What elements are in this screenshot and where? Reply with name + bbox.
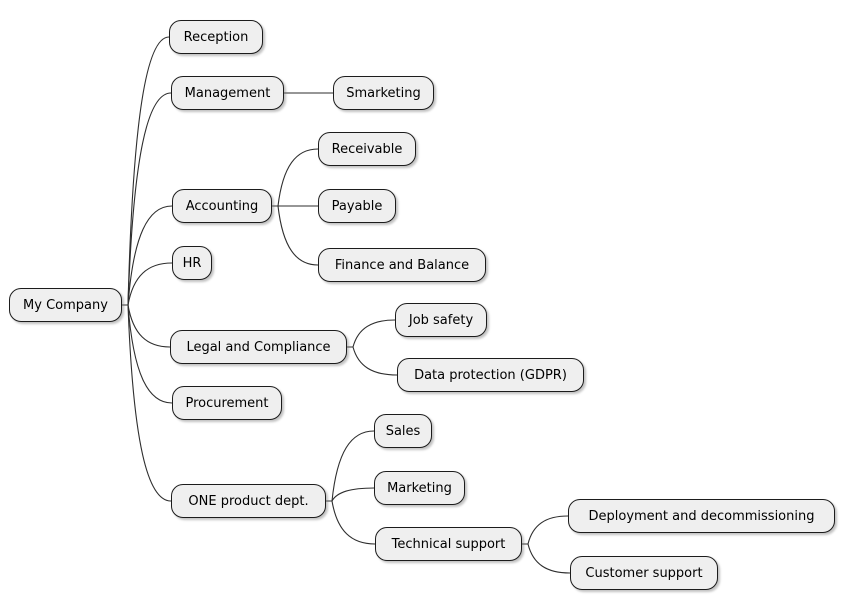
edge-my-company-accounting	[122, 205, 173, 306]
node-marketing: Marketing	[374, 471, 465, 505]
node-payable: Payable	[318, 189, 396, 223]
node-customer-support: Customer support	[570, 556, 718, 590]
edge-technical-support-customer-support	[522, 543, 571, 574]
node-management: Management	[171, 76, 284, 110]
node-job-safety: Job safety	[395, 303, 487, 337]
edge-technical-support-deployment-and-decommissioning	[522, 515, 569, 545]
edge-my-company-reception	[122, 36, 170, 306]
edge-accounting-receivable	[272, 148, 319, 207]
node-smarketing: Smarketing	[333, 76, 434, 110]
node-data-protection-gdpr: Data protection (GDPR)	[397, 358, 584, 392]
node-my-company: My Company	[9, 288, 122, 322]
node-reception: Reception	[169, 20, 263, 54]
node-technical-support: Technical support	[375, 527, 522, 561]
node-legal-and-compliance: Legal and Compliance	[170, 330, 347, 364]
node-one-product-dept: ONE product dept.	[171, 484, 326, 518]
node-sales: Sales	[374, 414, 432, 448]
edge-my-company-procurement	[122, 304, 173, 404]
edge-one-product-dept-sales	[326, 430, 375, 502]
node-receivable: Receivable	[318, 132, 416, 166]
edge-my-company-one-product-dept	[122, 304, 172, 502]
edge-my-company-management	[122, 92, 172, 306]
node-deployment-and-decommissioning: Deployment and decommissioning	[568, 499, 835, 533]
edge-accounting-finance-and-balance	[272, 205, 319, 266]
edge-legal-and-compliance-job-safety	[347, 319, 396, 348]
edge-one-product-dept-technical-support	[326, 500, 376, 545]
node-accounting: Accounting	[172, 189, 272, 223]
edge-legal-and-compliance-data-protection-gdpr	[347, 346, 398, 376]
node-finance-and-balance: Finance and Balance	[318, 248, 486, 282]
node-procurement: Procurement	[172, 386, 282, 420]
node-hr: HR	[172, 246, 212, 280]
